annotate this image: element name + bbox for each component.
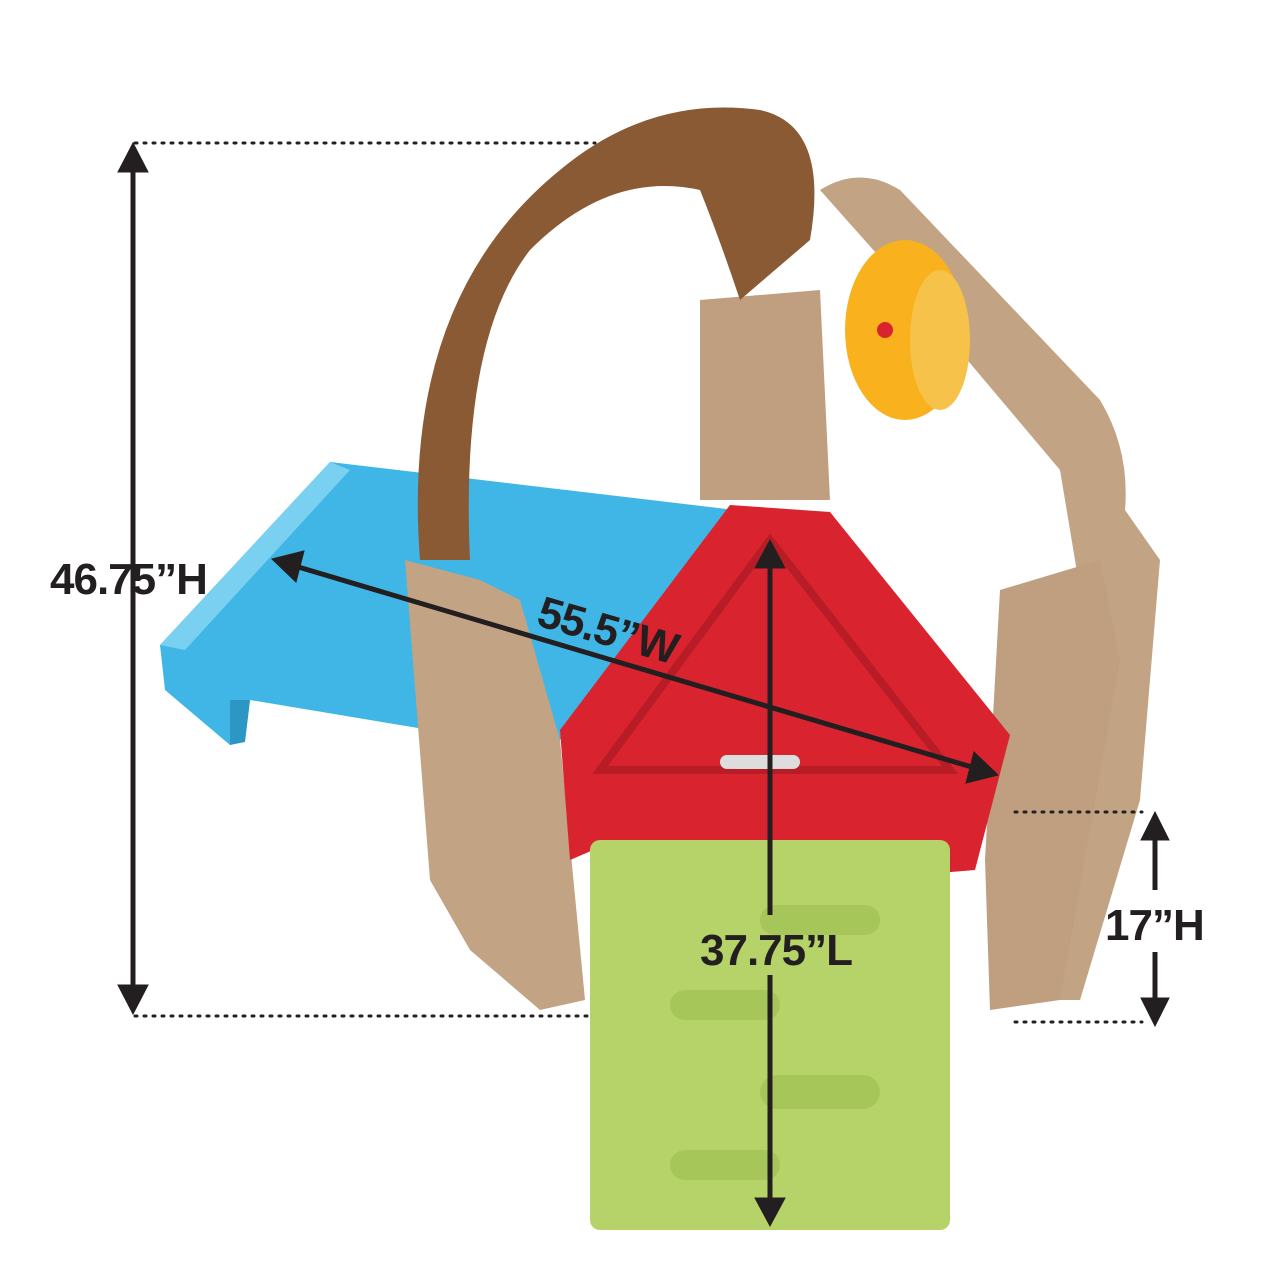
red-panel bbox=[560, 505, 1010, 875]
frame bbox=[405, 177, 1160, 1010]
dimension-lines bbox=[117, 141, 1170, 1228]
arch bbox=[417, 107, 815, 560]
steering-wheel bbox=[845, 240, 970, 420]
length-label: 37.75”L bbox=[700, 926, 852, 975]
overall-height-label: 46.75”H bbox=[50, 555, 207, 604]
platform-height-label: 17”H bbox=[1105, 901, 1204, 950]
